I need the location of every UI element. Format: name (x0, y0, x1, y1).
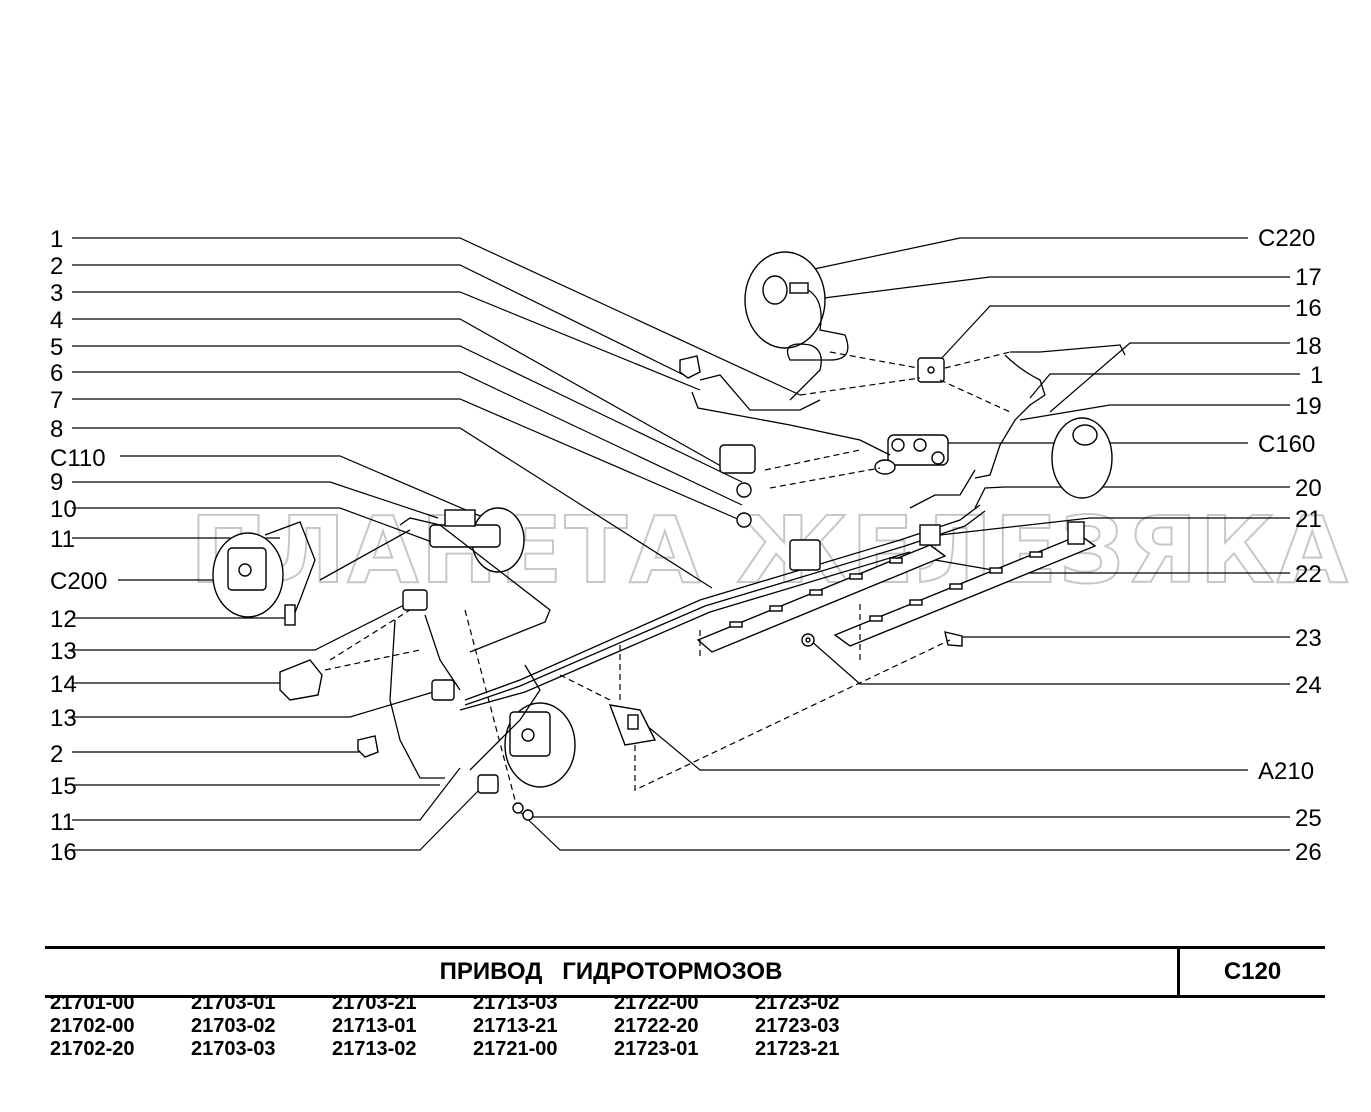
washer (801, 633, 815, 647)
label-left-2: 2 (50, 253, 63, 280)
pressure-regulator (874, 434, 949, 475)
leader-lines-right (515, 237, 1300, 851)
label-left-16: 16 (50, 839, 77, 866)
washers-front (512, 802, 534, 821)
model-code: 21701-00 (50, 992, 135, 1014)
watermark: ПЛАНЕТА ЖЕЛЕЗЯКА (190, 497, 1350, 604)
pipe-clamp-mid (719, 444, 756, 528)
model-code: 21702-20 (50, 1038, 135, 1060)
label-right-18: 18 (1295, 333, 1322, 360)
tee-connector-top (917, 357, 945, 383)
bracket-slots (729, 551, 1043, 628)
dashed-arrows (324, 351, 1011, 801)
label-left-9: 9 (50, 469, 63, 496)
label-left-8: 8 (50, 416, 63, 443)
label-right-22: 22 (1295, 561, 1322, 588)
leader-lines-left (72, 237, 801, 851)
model-code: 21713-21 (473, 1015, 558, 1037)
rear-pipes (691, 289, 1126, 509)
label-right-C220: C220 (1258, 225, 1315, 252)
model-code: 21723-03 (755, 1015, 840, 1037)
bracket-clip (944, 631, 963, 647)
model-row: 21702-00 21703-02 21713-01 21713-21 2172… (50, 1015, 950, 1038)
pipe-holder-top (679, 355, 701, 379)
label-left-5: 5 (50, 334, 63, 361)
front-right-disc-brake (504, 702, 576, 788)
model-row: 21702-20 21703-03 21713-02 21721-00 2172… (50, 1038, 950, 1061)
label-left-4: 4 (50, 307, 63, 334)
pipe-clip (789, 539, 821, 571)
label-left-12: 12 (50, 606, 77, 633)
drawing-title: ПРИВОД ГИДРОТОРМОЗОВ (439, 958, 783, 985)
label-right-19: 19 (1295, 393, 1322, 420)
model-code: 21722-00 (614, 992, 699, 1014)
label-left-6: 6 (50, 360, 63, 387)
label-left-11: 11 (50, 526, 75, 553)
model-code: 21723-01 (614, 1038, 699, 1060)
rear-left-drum-brake (1051, 417, 1113, 499)
model-code: 21721-00 (473, 1038, 558, 1060)
label-left-3: 3 (50, 280, 63, 307)
model-row: 21701-00 21703-01 21703-21 21713-03 2172… (50, 992, 950, 1015)
model-code: 21713-02 (332, 1038, 417, 1060)
label-right-17: 17 (1295, 264, 1322, 291)
model-code: 21703-03 (191, 1038, 276, 1060)
model-code: 21722-20 (614, 1015, 699, 1037)
label-right-1: 1 (1310, 362, 1323, 389)
label-left-15: 15 (50, 773, 77, 800)
label-left-10: 10 (50, 496, 77, 523)
title-divider (1177, 949, 1180, 995)
label-right-20: 20 (1295, 475, 1322, 502)
model-code: 21702-00 (50, 1015, 135, 1037)
model-code: 21723-02 (755, 992, 840, 1014)
label-right-26: 26 (1295, 839, 1322, 866)
title-block: ПРИВОД ГИДРОТОРМОЗОВ C120 (45, 946, 1325, 998)
tee-connector-front (402, 589, 455, 701)
clamp-A210 (608, 704, 657, 746)
model-code: 21703-21 (332, 992, 417, 1014)
pipe-brackets (696, 521, 1097, 653)
rear-right-drum-brake (744, 251, 826, 349)
label-left-1: 1 (50, 226, 63, 253)
label-right-25: 25 (1295, 805, 1322, 832)
model-code: 21713-01 (332, 1015, 417, 1037)
model-list: 21701-00 21703-01 21703-21 21713-03 2172… (50, 992, 950, 1061)
label-right-C160: C160 (1258, 431, 1315, 458)
model-code: 21703-02 (191, 1015, 276, 1037)
left-labels: 1 2 3 4 5 6 7 8 C110 9 10 11 C200 12 13 … (50, 226, 107, 866)
front-right-hose (469, 664, 541, 771)
label-left-7: 7 (50, 387, 63, 414)
label-left-13: 13 (50, 638, 77, 665)
label-left-11b: 11 (50, 809, 75, 836)
pipe-holder-bottom (357, 735, 379, 758)
label-right-16: 16 (1295, 295, 1322, 322)
label-right-24: 24 (1295, 672, 1322, 699)
drawing-code: C120 (1223, 958, 1282, 985)
label-left-C110: C110 (50, 445, 106, 472)
label-left-14: 14 (50, 671, 77, 698)
front-pipes (319, 517, 551, 779)
label-left-C200: C200 (50, 568, 107, 595)
front-left-hose (264, 521, 316, 626)
label-left-2b: 2 (50, 741, 63, 768)
label-right-21: 21 (1295, 506, 1322, 533)
label-right-A210: A210 (1258, 758, 1314, 785)
model-code: 21703-01 (191, 992, 276, 1014)
label-left-13b: 13 (50, 705, 77, 732)
right-labels: C220 17 16 18 1 19 C160 20 21 22 23 24 A… (1258, 225, 1323, 866)
clip-bottom (477, 774, 499, 794)
model-code: 21713-03 (473, 992, 558, 1014)
brake-diagram: ПЛАНЕТА ЖЕЛЕЗЯКА 1 2 3 4 5 6 7 8 C110 9 … (50, 225, 1350, 866)
front-left-disc-brake (212, 532, 284, 618)
label-right-23: 23 (1295, 625, 1322, 652)
hose-bracket (279, 659, 323, 701)
model-code: 21723-21 (755, 1038, 840, 1060)
